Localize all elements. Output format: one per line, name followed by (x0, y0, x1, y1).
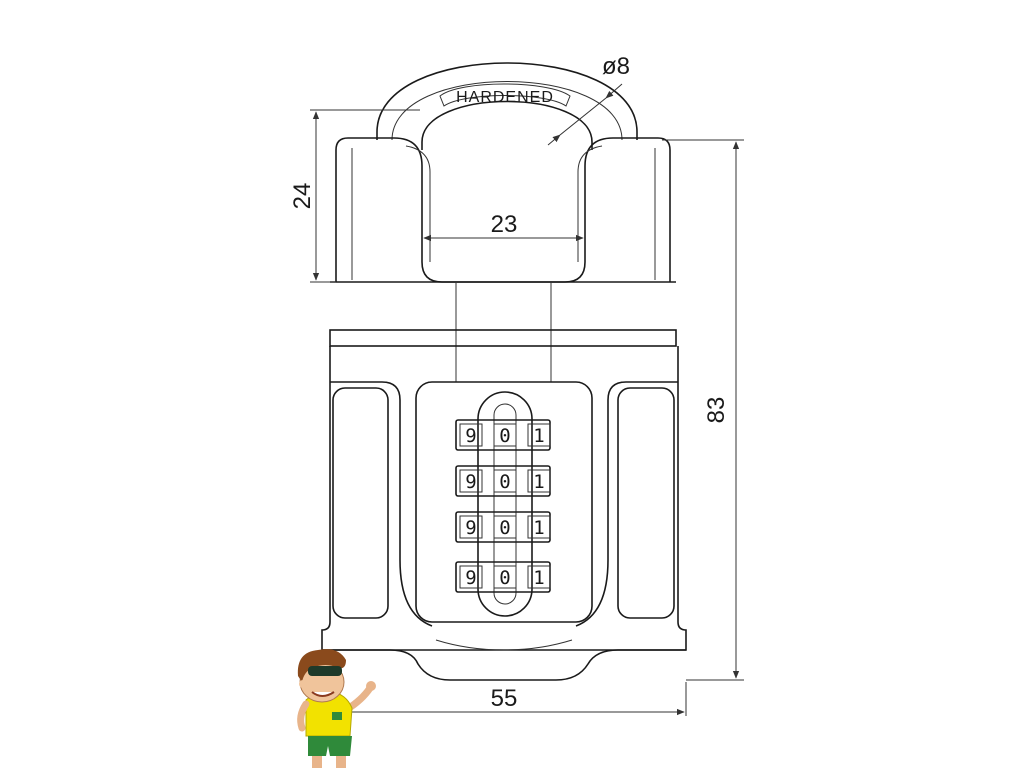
dial-2-right: 1 (533, 471, 544, 493)
lower-body (321, 346, 687, 681)
dimension-total-height: 83 (662, 139, 744, 681)
dial-3-left: 9 (465, 517, 476, 539)
dial-row-3[interactable]: 9 0 1 (455, 511, 551, 543)
dial-4-left: 9 (465, 567, 476, 589)
dial-4-center: 0 (499, 567, 510, 589)
dimension-shackle-diameter: ø8 (547, 53, 630, 146)
dimension-inner-width: 23 (423, 211, 584, 242)
dimension-shackle-clearance: 24 (289, 109, 420, 283)
dial-row-2[interactable]: 9 0 1 (455, 465, 551, 497)
mascot-boy-illustration (297, 649, 376, 768)
dial-row-1[interactable]: 9 0 1 (455, 419, 551, 451)
dial-3-right: 1 (533, 517, 544, 539)
dial-1-left: 9 (465, 425, 476, 447)
dial-1-center: 0 (499, 425, 510, 447)
dimension-label-inner-width: 23 (491, 211, 518, 238)
dimension-body-width: 55 (321, 652, 687, 716)
dimension-label-body-width: 55 (491, 685, 518, 712)
dial-2-center: 0 (499, 471, 510, 493)
shackle (376, 62, 638, 150)
dial-row-4[interactable]: 9 0 1 (455, 561, 551, 593)
dial-1-right: 1 (533, 425, 544, 447)
body-band (329, 329, 677, 347)
dimension-label-total-height: 83 (703, 397, 730, 424)
hardened-label: HARDENED (456, 89, 554, 106)
hardened-stamp: HARDENED (439, 83, 571, 107)
dimension-label-clearance: 24 (289, 183, 316, 210)
combination-dials: 9 0 1 9 0 1 9 0 1 9 0 (455, 391, 551, 617)
dial-2-left: 9 (465, 471, 476, 493)
upper-body (330, 137, 676, 382)
dial-3-center: 0 (499, 517, 510, 539)
dimension-label-diameter: ø8 (602, 53, 630, 80)
dial-4-right: 1 (533, 567, 544, 589)
